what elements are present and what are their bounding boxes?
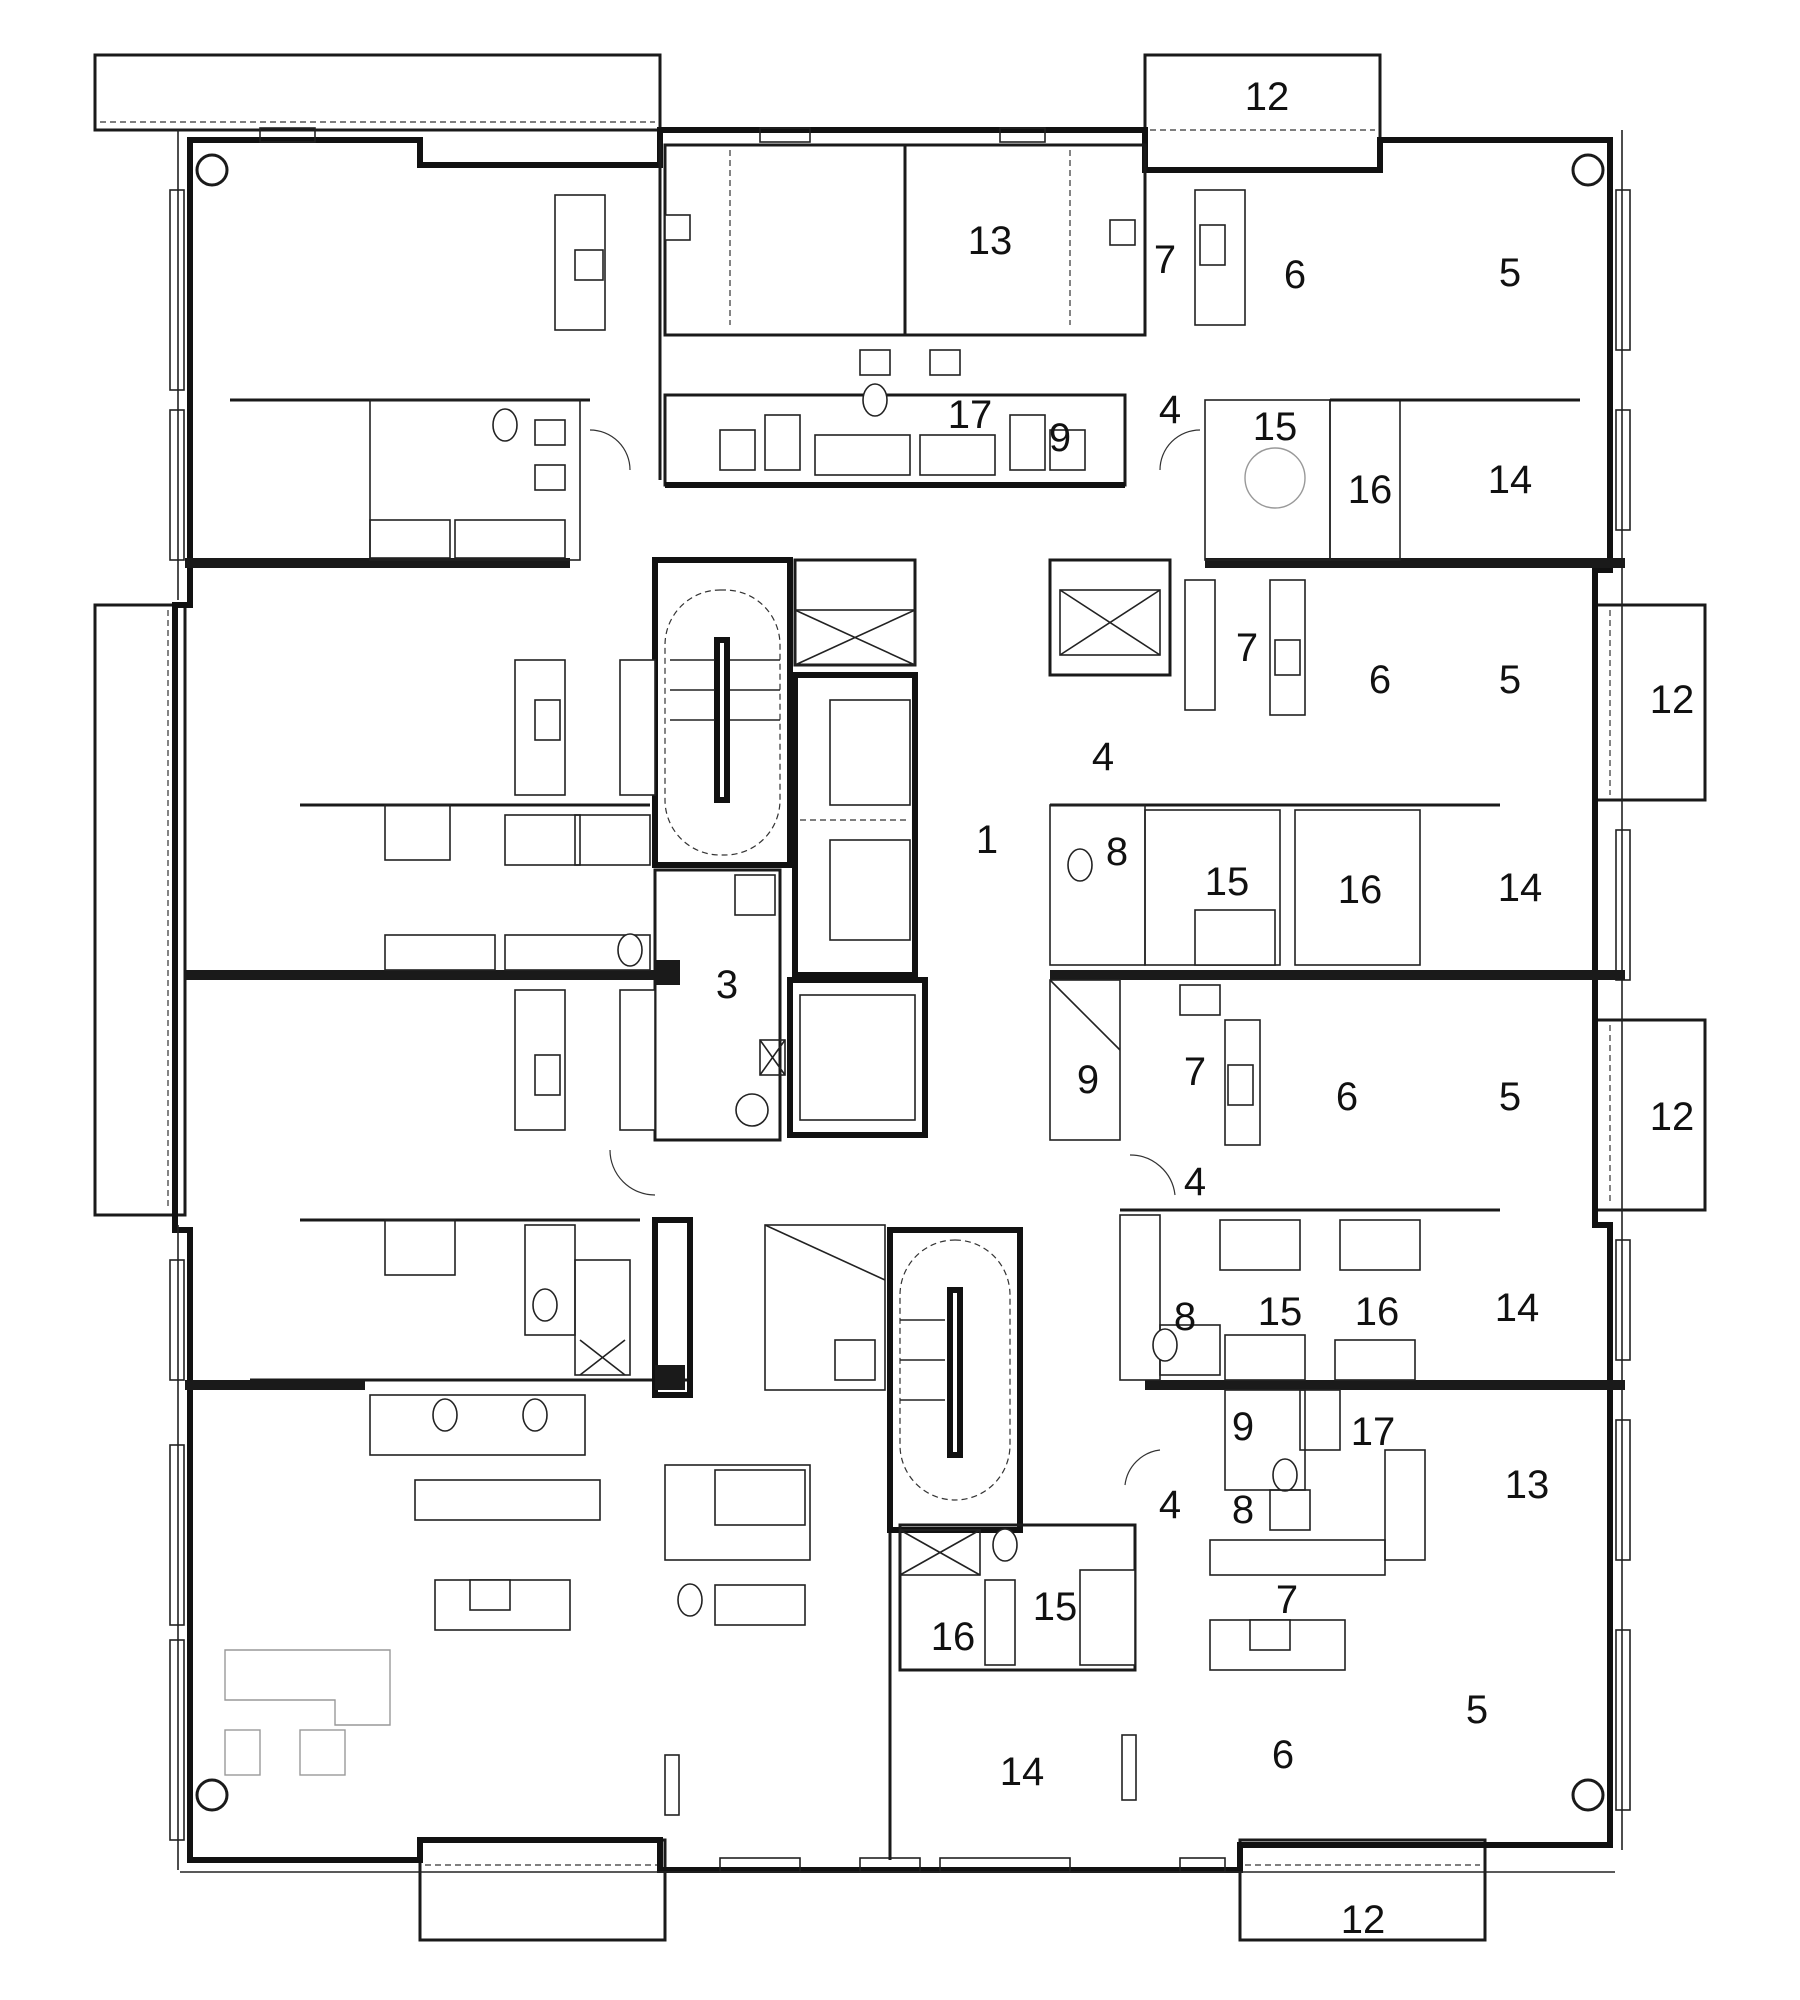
room-label-6-right-mid: 6 (1368, 658, 1392, 702)
room-label-7-right-mid: 7 (1235, 626, 1259, 670)
room-label-4-mid: 4 (1091, 735, 1115, 779)
room-label-15-top-right: 15 (1252, 405, 1298, 449)
room-label-14-bottom: 14 (999, 1750, 1045, 1794)
room-label-12-right-lower: 12 (1649, 1095, 1695, 1139)
room-label-12-bottom: 12 (1340, 1898, 1386, 1942)
room-label-15-bottom: 15 (1032, 1585, 1078, 1629)
elevator-bank (792, 672, 918, 978)
room-label-3-core: 3 (715, 963, 739, 1007)
column-marker (195, 1778, 229, 1812)
room-label-7-right-lower: 7 (1183, 1050, 1207, 1094)
room-label-17-top: 17 (947, 393, 993, 437)
room-label-15-right-low: 15 (1257, 1290, 1303, 1334)
room-label-8-right-low: 8 (1173, 1295, 1197, 1339)
room-label-5-right-lower: 5 (1498, 1075, 1522, 1119)
columns (195, 153, 1605, 1812)
unit-left-mid (300, 659, 656, 1196)
unit-right-mid (1048, 558, 1500, 1196)
room-label-16-right-mid: 16 (1337, 868, 1383, 912)
room-label-9-bottom: 9 (1231, 1405, 1255, 1449)
unit-top-center (663, 143, 1147, 488)
room-label-6-top-right: 6 (1283, 253, 1307, 297)
room-label-9-top: 9 (1048, 416, 1072, 460)
room-label-16-right-low: 16 (1354, 1290, 1400, 1334)
room-label-1-lobby: 1 (975, 818, 999, 862)
room-label-15-right-mid: 15 (1204, 860, 1250, 904)
unit-right-lower (1119, 1208, 1500, 1671)
room-label-7-bottom: 7 (1275, 1578, 1299, 1622)
exterior-walls (169, 127, 1631, 1873)
room-label-4-lower: 4 (1183, 1160, 1207, 1204)
unit-lower-center (664, 1224, 1137, 1860)
room-label-12-top: 12 (1244, 75, 1290, 119)
unit-top-left (230, 140, 662, 561)
room-label-13-top: 13 (967, 219, 1013, 263)
column-marker (1571, 1778, 1605, 1812)
balcony-bottom-right (1238, 1838, 1487, 1942)
room-label-8-right-mid: 8 (1105, 830, 1129, 874)
room-label-5-top-right: 5 (1498, 251, 1522, 295)
balcony-bottom-left (418, 1838, 667, 1942)
room-label-6-right-lower: 6 (1335, 1075, 1359, 1119)
unit-top-right (1159, 189, 1580, 561)
unit-left-lower (224, 1217, 693, 1776)
room-label-14-top-right: 14 (1487, 458, 1533, 502)
room-label-6-bottom: 6 (1271, 1733, 1295, 1777)
room-label-17-bottom: 17 (1350, 1410, 1396, 1454)
core (652, 557, 928, 1142)
room-label-4-top: 4 (1158, 388, 1182, 432)
service-elevator (787, 977, 928, 1138)
room-label-14-right-low: 14 (1494, 1286, 1540, 1330)
room-label-8-bottom: 8 (1231, 1488, 1255, 1532)
room-label-7-top-right: 7 (1153, 238, 1177, 282)
stair-north (652, 557, 793, 868)
column-marker (1571, 153, 1605, 187)
room-label-14-right-mid: 14 (1497, 866, 1543, 910)
room-label-12-right-upper: 12 (1649, 678, 1695, 722)
balcony-top-left (93, 53, 662, 132)
room-label-16-top-right: 16 (1347, 468, 1393, 512)
column-marker (195, 153, 229, 187)
room-label-16-bottom: 16 (930, 1615, 976, 1659)
room-label-5-right-mid: 5 (1498, 658, 1522, 702)
stair-south (887, 1227, 1023, 1533)
balconies (93, 53, 1707, 1942)
room-label-9-right-lower: 9 (1076, 1058, 1100, 1102)
room-label-4-bottom: 4 (1158, 1483, 1182, 1527)
demising-walls (185, 558, 1625, 1390)
balcony-left (93, 603, 187, 1217)
room-label-5-bottom: 5 (1465, 1688, 1489, 1732)
room-label-13-bottom: 13 (1504, 1463, 1550, 1507)
